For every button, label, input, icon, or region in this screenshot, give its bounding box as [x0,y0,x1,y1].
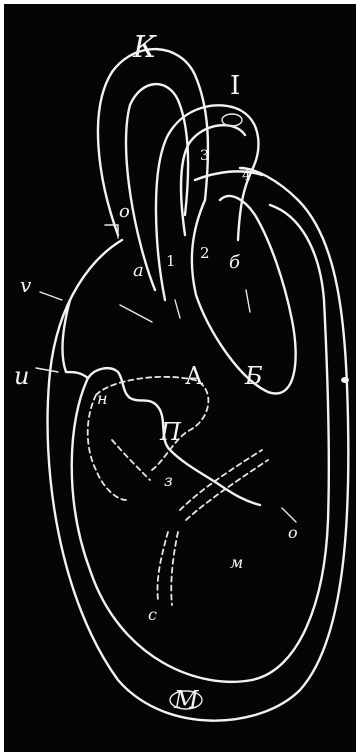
aortic-arch-inner [181,125,245,235]
systemic-circulation-inner-loop [63,205,329,682]
aortic-arch-ring [222,114,242,126]
label-num-2: 2 [200,244,210,262]
valve-line-center [175,300,180,318]
label-a: А [185,362,203,390]
valve-line-right [246,290,250,312]
label-small-o-top: o [119,201,130,222]
connector-left-u [36,368,58,372]
label-small-v: v [20,273,32,297]
label-num-3: 3 [200,148,209,164]
label-small-m: м [230,553,243,572]
label-m: М [173,686,200,714]
label-small-n: н [97,389,108,408]
label-num-1: 1 [166,252,176,270]
valve-line-left [120,305,152,322]
ventricle-b-outline [192,196,296,394]
label-k: К [132,30,157,65]
label-small-a: a [133,260,144,281]
label-i: I [230,71,240,101]
label-small-u: u [14,362,29,390]
label-small-o-right: o [288,523,298,542]
edge-mark [341,377,349,383]
label-b: Б [244,362,263,390]
liver-lower-lobe [112,440,150,480]
connector-left-v [40,292,62,300]
intestine-descending [157,532,178,605]
pulmonary-artery-arch [98,49,208,235]
label-small-s: c [148,605,157,624]
aortic-arch-crossing-band [195,171,262,180]
label-small-b: б [229,252,241,273]
connector-right-o [282,508,296,522]
label-small-z: з [164,471,173,490]
label-num-4: 4 [242,168,251,184]
systemic-circulation-outer-loop [48,168,349,721]
label-p: П [159,418,182,446]
